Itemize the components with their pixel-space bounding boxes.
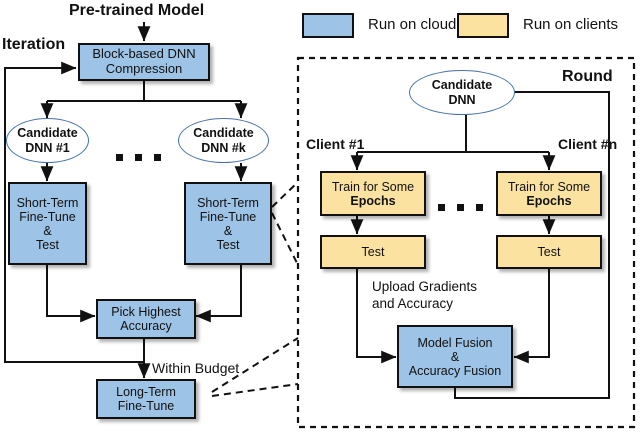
candidate-k-line-1: Candidate [193,126,254,141]
pick-highest-line-1: Pick Highest [111,305,181,319]
candidate-k-line-2: DNN #k [201,140,246,155]
client-first-label: Client #1 [306,136,365,152]
short-term-1-line-4: Test [36,237,59,252]
short-term-k-line-3: & [223,223,233,238]
model-fusion-accuracy-fusion-node[interactable]: Model Fusion & Accuracy Fusion [397,325,513,388]
candidate-dnn-line-2: DNN [448,92,476,107]
test-1-label: Test [361,245,385,259]
legend-swatch-cloud [302,13,354,38]
train-n-line-2: Epochs [526,193,572,208]
pick-highest-line-2: Accuracy [120,319,172,333]
ellipsis-dot [154,154,161,161]
test-n-label: Test [537,245,561,259]
legend-label-clients: Run on clients [523,16,619,33]
long-term-line-2: Fine-Tune [117,399,175,413]
short-term-k-line-4: Test [216,237,240,252]
test-node-1[interactable]: Test [320,235,426,269]
iteration-label: Iteration [2,36,66,53]
fusion-line-3: Accuracy Fusion [408,363,502,378]
upload-gradients-label-line-2: and Accuracy [372,296,454,311]
pick-highest-accuracy-node[interactable]: Pick Highest Accuracy [96,299,196,339]
ellipsis-dot [438,204,445,211]
compression-line-1: Block-based DNN [92,46,196,62]
train-for-some-epochs-node-1[interactable]: Train for Some Epochs [320,171,426,216]
ellipsis-dot [116,154,123,161]
ellipsis-dot [135,154,142,161]
round-label: Round [562,68,613,85]
legend-swatch-clients [457,13,509,38]
candidates-ellipsis [116,154,161,161]
long-term-fine-tune-node[interactable]: Long-Term Fine-Tune [96,379,196,419]
compression-line-2: Compression [105,61,183,76]
candidate-dnn-line-1: Candidate [431,78,493,93]
long-term-line-1: Long-Term [116,385,176,399]
train-n-line-1: Train for Some [507,179,591,194]
ellipsis-dot [457,204,464,211]
short-term-k-line-2: Fine-Tune [199,209,257,224]
upload-gradients-label-line-1: Upload Gradients [372,279,478,294]
short-term-1-line-2: Fine-Tune [19,209,76,224]
short-term-k-line-1: Short-Term [197,195,259,210]
ellipsis-dot [476,204,483,211]
short-term-1-line-3: & [43,223,52,238]
test-node-n[interactable]: Test [496,235,602,269]
candidate-dnn-node[interactable]: Candidate DNN [409,70,515,115]
pre-trained-model-label: Pre-trained Model [69,2,205,19]
short-term-fine-tune-test-node-k[interactable]: Short-Term Fine-Tune & Test [184,182,272,265]
short-term-fine-tune-test-node-1[interactable]: Short-Term Fine-Tune & Test [8,182,87,265]
candidate-dnn-1-node[interactable]: Candidate DNN #1 [6,118,89,163]
client-last-label: Client #n [558,136,618,152]
candidate-1-line-1: Candidate [17,126,78,141]
candidate-dnn-k-node[interactable]: Candidate DNN #k [178,118,269,163]
train-for-some-epochs-node-n[interactable]: Train for Some Epochs [496,171,602,216]
clients-ellipsis [438,204,483,211]
train-1-line-1: Train for Some [331,179,415,194]
fusion-line-2: & [450,349,460,364]
within-budget-label: Within Budget [152,360,240,376]
fusion-line-1: Model Fusion [417,335,493,350]
block-based-dnn-compression-node[interactable]: Block-based DNN Compression [78,43,210,81]
legend-label-cloud: Run on cloud [368,16,457,33]
short-term-1-line-1: Short-Term [16,195,79,210]
train-1-line-2: Epochs [350,193,396,208]
candidate-1-line-2: DNN #1 [25,140,70,155]
